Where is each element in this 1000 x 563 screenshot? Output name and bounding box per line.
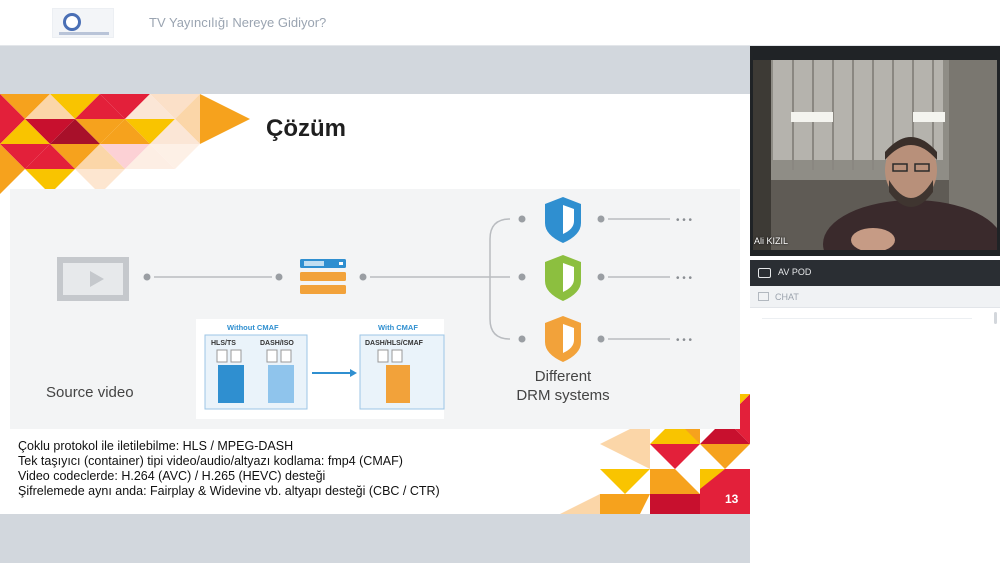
ellipsis-1: • • •: [676, 215, 693, 226]
webcam-feed: [753, 60, 997, 250]
chat-panel[interactable]: [750, 308, 1000, 563]
chat-label: CHAT: [775, 292, 799, 302]
bullet-list: Çoklu protokol ile iletilebilme: HLS / M…: [18, 439, 578, 499]
chat-divider: [762, 318, 972, 319]
hls-ts-label: HLS/TS: [211, 340, 236, 347]
chat-scrollbar[interactable]: [994, 312, 997, 324]
drm-label-line2: DRM systems: [516, 387, 609, 404]
presentation-stage: Çözüm Source video: [0, 46, 750, 563]
av-pod-label: AV POD: [778, 267, 812, 277]
chat-icon: [758, 292, 769, 301]
dash-iso-label: DASH/ISO: [260, 340, 294, 347]
ellipsis-2: • • •: [676, 273, 693, 284]
source-video-label: Source video: [46, 384, 134, 401]
logo-wordmark: [59, 32, 109, 35]
camera-icon: [758, 268, 771, 278]
bullet-item: Video codeclerde: H.264 (AVC) / H.265 (H…: [18, 469, 326, 483]
drm-label-line1: Different: [535, 368, 592, 385]
presenter-video[interactable]: Ali KIZIL: [750, 46, 1000, 256]
slide-title: Çözüm: [266, 115, 346, 142]
slide-page-number: 13: [725, 492, 739, 506]
logo-emblem-icon: [63, 13, 81, 31]
server-stack-icon: [300, 259, 346, 294]
page-title: TV Yayıncılığı Nereye Gidiyor?: [149, 15, 327, 30]
with-cmaf-title: With CMAF: [378, 323, 418, 332]
dash-hls-cmaf-label: DASH/HLS/CMAF: [365, 340, 424, 347]
chat-header[interactable]: CHAT: [750, 286, 1000, 308]
bullet-item: Tek taşıyıcı (container) tipi video/audi…: [18, 454, 403, 468]
slide-decoration: [0, 94, 750, 514]
diagram-graphic: Source video: [46, 197, 693, 419]
shield-green-icon: [545, 255, 581, 301]
without-cmaf-title: Without CMAF: [227, 323, 279, 332]
shield-blue-icon: [545, 197, 581, 243]
right-sidebar: Ali KIZIL AV POD CHAT: [750, 46, 1000, 563]
shield-orange-icon: [545, 316, 581, 362]
organization-logo: [52, 8, 114, 38]
bullet-item: Şifrelemede aynı anda: Fairplay & Widevi…: [18, 484, 440, 498]
presenter-name: Ali KIZIL: [754, 236, 789, 246]
ellipsis-3: • • •: [676, 335, 693, 346]
slide: Çözüm Source video: [0, 94, 750, 514]
av-pod-header[interactable]: AV POD: [750, 260, 1000, 286]
bullet-item: Çoklu protokol ile iletilebilme: HLS / M…: [18, 439, 294, 453]
video-player-icon: [57, 257, 129, 301]
cmaf-comparison-inset: Without CMAF With CMAF HLS/TS DASH/ISO D…: [196, 319, 445, 419]
cmaf-diagram: Source video: [10, 189, 740, 429]
top-bar: TV Yayıncılığı Nereye Gidiyor?: [0, 0, 1000, 46]
